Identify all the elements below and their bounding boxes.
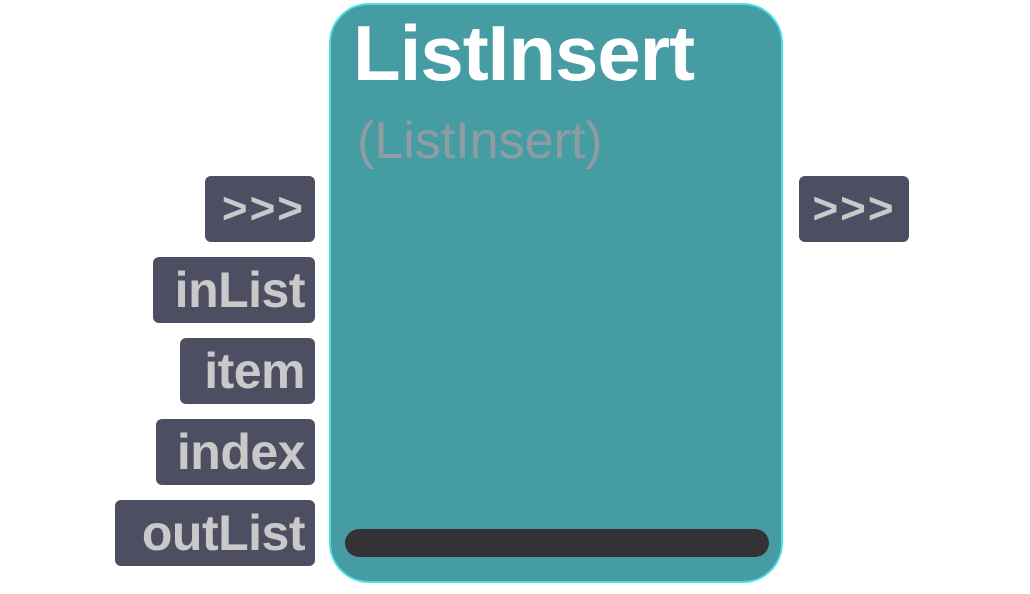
input-port-index[interactable]: index bbox=[156, 419, 315, 485]
list-insert-node[interactable]: ListInsert (ListInsert) bbox=[329, 3, 783, 583]
exec-input-port[interactable]: >>> bbox=[205, 176, 315, 242]
node-title: ListInsert bbox=[353, 9, 695, 97]
node-footer-bar bbox=[345, 529, 769, 557]
input-port-inlist[interactable]: inList bbox=[153, 257, 315, 323]
node-subtitle: (ListInsert) bbox=[357, 112, 603, 170]
input-port-item[interactable]: item bbox=[180, 338, 315, 404]
exec-output-port[interactable]: >>> bbox=[799, 176, 909, 242]
input-port-outlist[interactable]: outList bbox=[115, 500, 315, 566]
